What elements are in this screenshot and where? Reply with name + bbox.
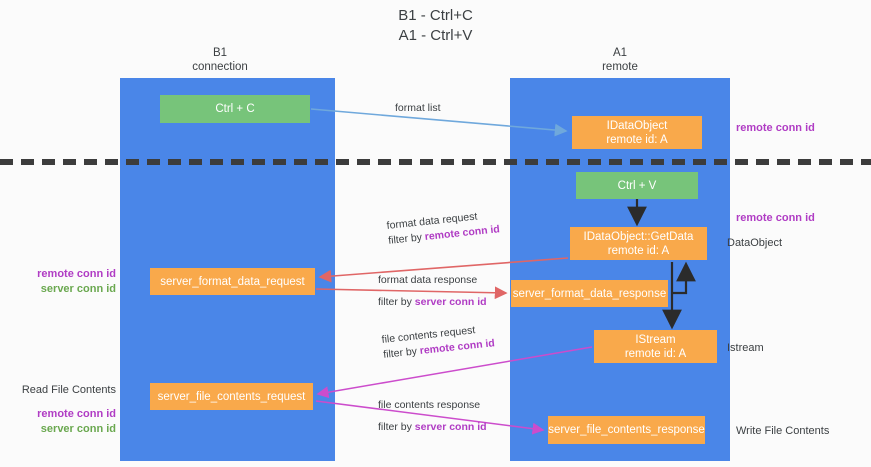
node-istream[interactable]: IStream remote id: A [594,330,717,363]
edge-label-text: file contents response [378,399,481,411]
page-title: B1 - Ctrl+C A1 - Ctrl+V [398,7,473,44]
left-label-format-keys: remote conn id server conn id [16,267,116,297]
filter-prefix: filter by [378,421,415,433]
left-label-read-remote-conn-id: remote conn id [37,408,116,420]
edge-label-format-list: format list [395,102,441,114]
edge-label-file-contents-request: file contents request filter by remote c… [381,321,496,363]
filter-prefix: filter by [387,231,426,247]
filter-prefix: filter by [378,296,415,308]
column-header-b1: B1 connection [192,47,248,73]
right-label-getdata-remote-conn-id: remote conn id [736,212,815,224]
edge-label-filter: filter by server conn id [378,420,487,435]
edge-label-file-contents-response: file contents response filter by server … [378,398,487,435]
right-label-istream: Istream [727,342,764,354]
left-label-remote-conn-id: remote conn id [37,268,116,280]
left-label-read-title: Read File Contents [21,384,116,396]
left-label-server-conn-id: server conn id [40,283,116,295]
left-label-read-server-conn-id: server conn id [40,423,116,435]
edge-label-format-data-request: format data request filter by remote con… [386,207,501,249]
edge-label-format-data-response: format data response filter by server co… [378,273,487,310]
right-label-dataobject: DataObject [727,237,783,249]
node-ctrl-c[interactable]: Ctrl + C [160,95,310,123]
edge-label-filter: filter by server conn id [378,295,487,310]
right-label-write-file-contents: Write File Contents [736,425,830,437]
filter-key-server-conn-id: server conn id [414,421,487,433]
left-label-read-file-contents: Read File Contents remote conn id server… [16,383,116,437]
node-server-file-contents-response[interactable]: server_file_contents_response [548,416,705,444]
node-idataobject-getdata[interactable]: IDataObject::GetData remote id: A [570,227,707,260]
filter-key-server-conn-id: server conn id [414,296,487,308]
node-server-file-contents-request[interactable]: server_file_contents_request [150,383,313,410]
filter-prefix: filter by [382,345,421,361]
section-divider [0,159,871,165]
edge-label-text: format data response [378,274,478,286]
node-idataobject[interactable]: IDataObject remote id: A [572,116,702,149]
node-server-format-data-response[interactable]: server_format_data_response [511,280,668,307]
right-label-top-remote-conn-id: remote conn id [736,122,815,134]
node-server-format-data-request[interactable]: server_format_data_request [150,268,315,295]
column-header-a1: A1 remote [602,47,638,73]
node-ctrl-v[interactable]: Ctrl + V [576,172,698,199]
